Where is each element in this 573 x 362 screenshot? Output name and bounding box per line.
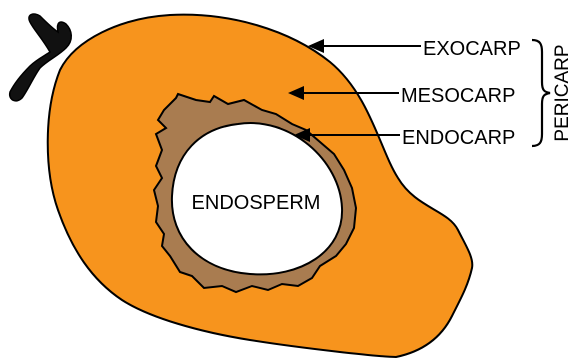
endosperm-label: ENDOSPERM	[192, 192, 321, 214]
pericarp-brace	[532, 40, 550, 146]
endocarp-label: ENDOCARP	[402, 127, 515, 149]
pericarp-label: PERICARP	[552, 44, 573, 141]
mesocarp-label: MESOCARP	[401, 85, 515, 107]
exocarp-label: EXOCARP	[423, 38, 521, 60]
